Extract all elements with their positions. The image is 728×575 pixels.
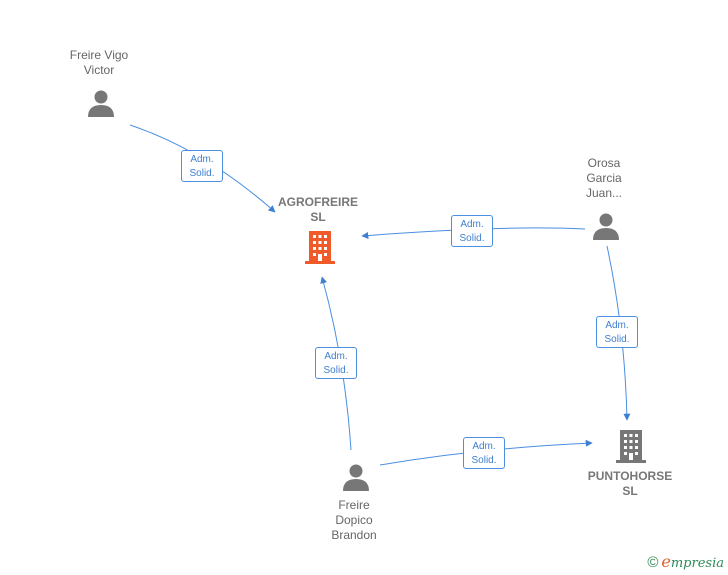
- edge-label-dopico-agrofreire[interactable]: Adm. Solid.: [315, 347, 357, 379]
- brand-name: mpresia: [670, 556, 724, 571]
- copyright-symbol: ©: [647, 554, 659, 571]
- node-label-puntohorse[interactable]: PUNTOHORSE SL: [587, 469, 673, 498]
- person-icon[interactable]: [591, 211, 621, 241]
- node-label-orosa[interactable]: Orosa Garcia Juan...: [585, 156, 623, 200]
- node-label-freire-vigo[interactable]: Freire Vigo Victor: [69, 48, 129, 77]
- node-label-freire-dopico[interactable]: Freire Dopico Brandon: [331, 498, 377, 542]
- edge-label-orosa-puntohorse[interactable]: Adm. Solid.: [596, 316, 638, 348]
- empresia-watermark[interactable]: ©empresia: [647, 552, 724, 571]
- edge-label-freire-vigo-agrofreire[interactable]: Adm. Solid.: [181, 150, 223, 182]
- brand-initial: e: [661, 552, 671, 571]
- node-label-agrofreire[interactable]: AGROFREIRE SL: [277, 195, 358, 224]
- building-icon[interactable]: [303, 229, 337, 265]
- building-icon[interactable]: [614, 428, 648, 464]
- edge-label-dopico-puntohorse[interactable]: Adm. Solid.: [463, 437, 505, 469]
- person-icon[interactable]: [341, 462, 371, 492]
- edge-label-orosa-agrofreire[interactable]: Adm. Solid.: [451, 215, 493, 247]
- person-icon[interactable]: [86, 88, 116, 118]
